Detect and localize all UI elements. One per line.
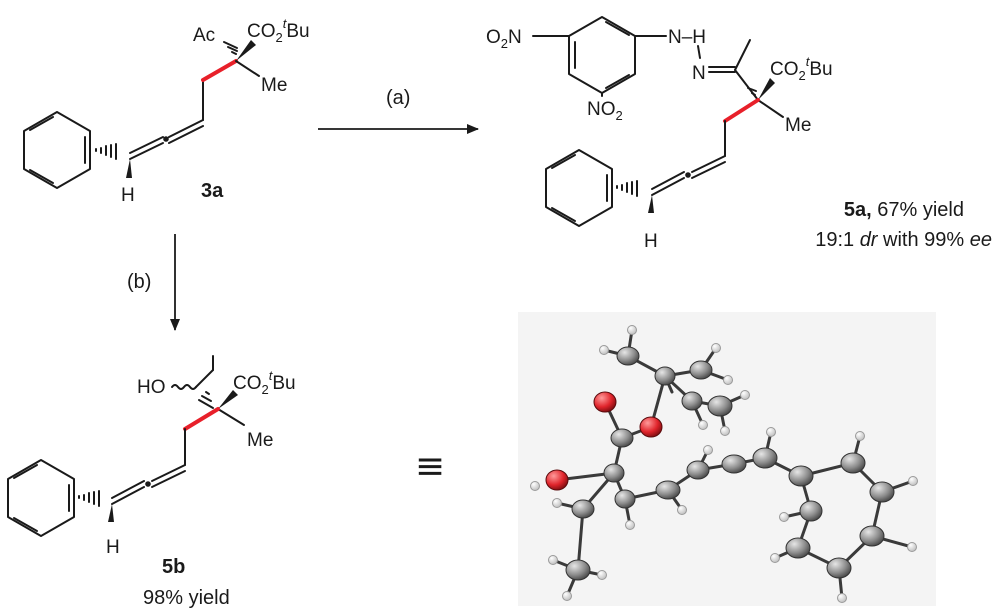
selectivity-label-5a: 19:1 dr with 99% ee — [815, 229, 992, 251]
crystal-structure-panel — [518, 312, 936, 606]
hashed-bond-3a — [223, 41, 238, 55]
n-label: N — [692, 63, 706, 84]
h-label-5b: H — [106, 537, 120, 558]
methyl-bond-5b — [195, 369, 214, 388]
equivalence-symbol: ≡ — [415, 446, 445, 487]
phenyl-ring-5a — [545, 149, 613, 227]
h-label-5a: H — [644, 231, 658, 252]
allene-dot-3a — [163, 136, 169, 142]
methyl-label-5a: Me — [785, 115, 811, 136]
compound-3a: H Ac CO2tBu Me 3a — [23, 16, 310, 206]
phenyl-ring-3a — [23, 111, 91, 189]
nitro-label-bottom: NO2 — [587, 99, 623, 123]
methyl-label-5b: Me — [247, 430, 273, 451]
hashed-wedge-3a — [95, 143, 117, 160]
phenyl-ring-5b — [7, 459, 75, 537]
compound-5b: HO CO2tBu Me H 5b 9 — [7, 355, 296, 609]
hydroxyl-label-5b: HO — [137, 377, 166, 398]
ester-label-5b: CO2tBu — [233, 368, 296, 397]
nitro-label-left: O2N — [486, 27, 522, 51]
allene-dot-5b — [145, 481, 151, 487]
oxygen-atoms — [545, 391, 663, 491]
wedge-h-5b — [108, 504, 114, 522]
hydrogen-atoms — [530, 325, 918, 603]
compound-label-5b: 5b — [162, 556, 185, 578]
condition-b: (b) — [127, 271, 151, 293]
nh-label: N–H — [668, 27, 706, 48]
methyl-label-3a: Me — [261, 75, 287, 96]
hashed-bond-5b — [198, 391, 214, 409]
highlight-bond-5a — [723, 98, 760, 123]
compound-5a: O2N NO2 N–H N CO2tBu Me H — [486, 16, 992, 252]
yield-label-5b: 98% yield — [143, 587, 230, 609]
wedge-h-3a — [126, 159, 132, 178]
ester-label-3a: CO2tBu — [247, 16, 310, 45]
allene-dot-5a — [685, 172, 691, 178]
dinitrophenyl-ring — [568, 16, 636, 94]
wedge-co2-5b — [218, 390, 238, 409]
acetyl-label-3a: Ac — [193, 25, 215, 46]
carbon-atoms — [565, 346, 895, 581]
wedge-co2-3a — [236, 40, 256, 61]
highlight-bond-3a — [201, 59, 238, 82]
wavy-bond-5b — [171, 384, 197, 390]
wedge-h-5a — [648, 195, 654, 213]
compound-label-5a: 5a, 67% yield — [844, 199, 964, 221]
hashed-wedge-5b — [78, 490, 100, 507]
highlight-bond-5b — [183, 407, 220, 431]
compound-label-3a: 3a — [201, 180, 224, 202]
condition-a: (a) — [386, 87, 410, 109]
h-label-3a: H — [121, 185, 135, 206]
ester-label-5a: CO2tBu — [770, 54, 833, 83]
wedge-co2-5a — [758, 78, 775, 100]
hashed-wedge-5a — [616, 180, 638, 197]
hashed-bond-5a — [747, 87, 757, 96]
